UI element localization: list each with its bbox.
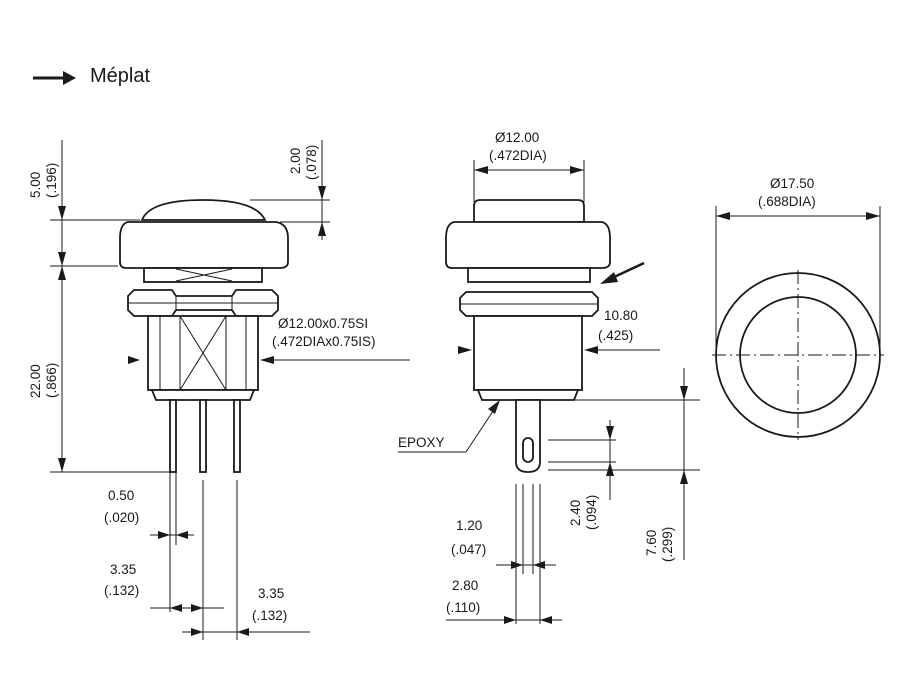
side-view: Ø12.00 (.472DIA) 10.80 (.425) EPOXY 2.40… <box>398 130 700 624</box>
front-cap <box>119 221 289 269</box>
dim-terminal-thickness-in: (.047) <box>451 542 486 557</box>
side-terminal-hole <box>522 437 534 463</box>
dim-pitch-1-in: (.132) <box>104 583 139 598</box>
dim-terminal-length-mm: 7.60 <box>644 530 659 556</box>
dim-flat-in: (.425) <box>598 328 633 343</box>
label-epoxy: EPOXY <box>398 435 445 450</box>
dim-terminal-tab-mm: 2.80 <box>452 578 478 593</box>
dim-thread-mm: Ø12.00x0.75SI <box>278 316 368 331</box>
dim-body-length-in: (.866) <box>44 363 59 398</box>
dim-pitch-2-in: (.132) <box>252 608 287 623</box>
dim-hole-mm: 2.40 <box>568 500 583 526</box>
side-collar <box>467 267 591 283</box>
side-body <box>473 315 583 391</box>
legend-label: Méplat <box>90 65 150 87</box>
dim-body-length-mm: 22.00 <box>28 364 43 398</box>
dim-terminal-tab-in: (.110) <box>446 600 480 615</box>
dim-outer-diameter-mm: Ø17.50 <box>770 176 814 191</box>
dim-cap-height-in: (.196) <box>44 163 59 198</box>
dim-thread-in: (.472DIAx0.75IS) <box>272 334 376 349</box>
front-terminal-1 <box>169 399 177 473</box>
dim-outer-diameter-in: (.688DIA) <box>758 194 816 209</box>
dim-cap-diameter-mm: Ø12.00 <box>495 130 539 145</box>
dim-terminal-width-mm: 0.50 <box>108 488 134 503</box>
side-terminal-tab <box>515 399 541 473</box>
dim-pitch-1-mm: 3.35 <box>110 562 136 577</box>
dim-cap-diameter-in: (.472DIA) <box>489 148 547 163</box>
dim-dome-height-mm: 2.00 <box>288 148 303 174</box>
side-base <box>476 389 580 401</box>
dim-terminal-width-in: (.020) <box>104 510 139 525</box>
dim-pitch-2-mm: 3.35 <box>258 586 284 601</box>
front-base <box>150 389 256 401</box>
dim-terminal-thickness-mm: 1.20 <box>456 518 482 533</box>
dim-hole-in: (.094) <box>584 495 599 530</box>
front-terminal-2 <box>199 399 207 473</box>
dim-dome-height-in: (.078) <box>304 145 319 180</box>
dim-terminal-length-in: (.299) <box>660 527 675 562</box>
legend: Méplat <box>33 65 150 87</box>
side-cap <box>445 221 611 269</box>
front-view: 5.00 (.196) 2.00 (.078) 22.00 (.866) Ø12… <box>28 140 410 640</box>
front-terminal-3 <box>233 399 241 473</box>
top-view: Ø17.50 (.688DIA) <box>712 176 884 440</box>
front-dome <box>140 199 267 221</box>
side-plunger <box>473 199 585 223</box>
dim-flat-mm: 10.80 <box>604 308 638 323</box>
arrow-right-icon <box>33 71 76 85</box>
dim-cap-height-mm: 5.00 <box>28 172 43 198</box>
